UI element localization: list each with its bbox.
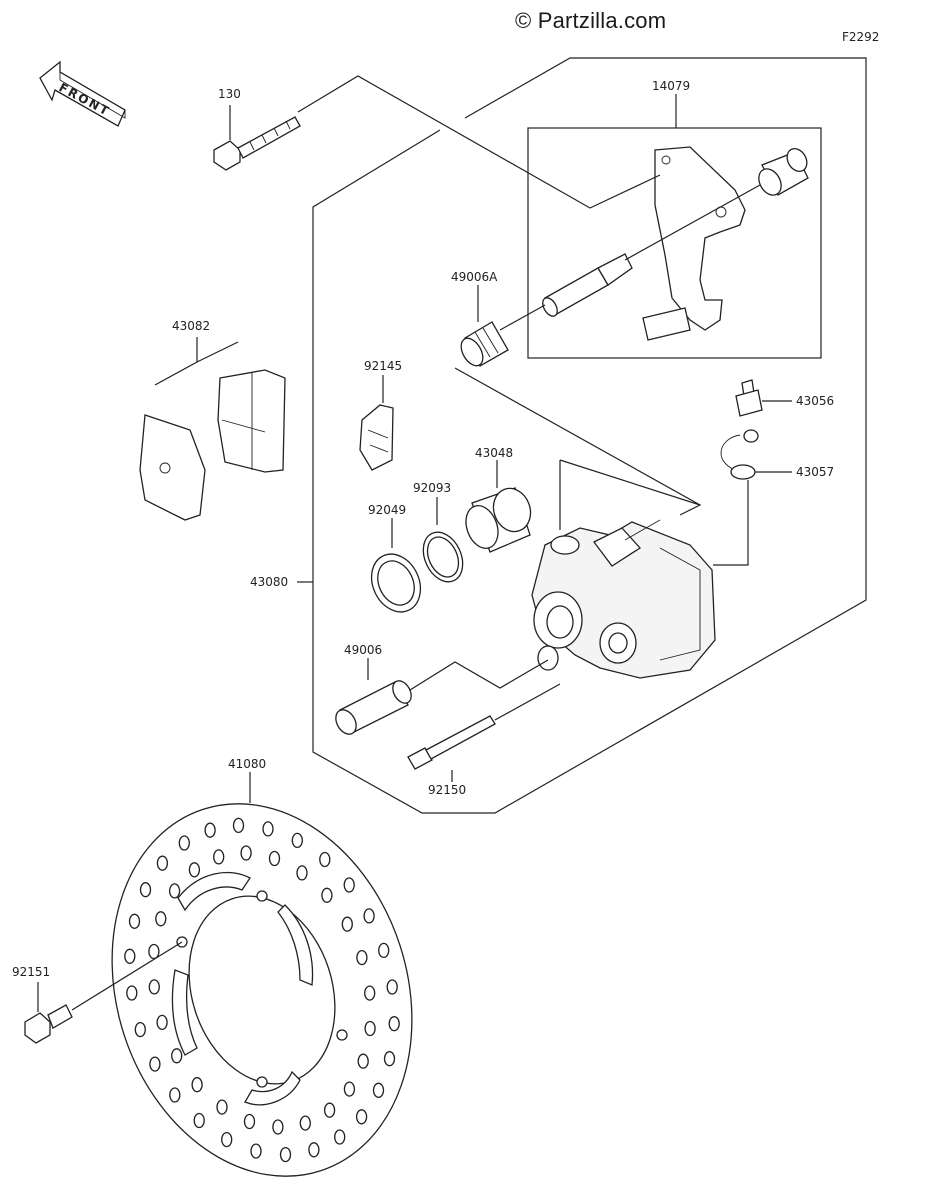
- disc-hole: [149, 1056, 161, 1072]
- disc-hole: [262, 821, 274, 837]
- disc-hole: [364, 985, 376, 1001]
- disc-hole: [364, 1020, 376, 1037]
- disc-hole: [169, 1087, 181, 1103]
- disc-hole: [343, 877, 355, 893]
- disc-hole: [299, 1115, 311, 1131]
- disc-hole: [363, 908, 375, 924]
- bolt-92150-icon: [407, 683, 561, 782]
- part-label-92145[interactable]: 92145: [364, 359, 402, 373]
- part-label-49006a[interactable]: 49006A: [451, 270, 498, 284]
- disc-hole: [171, 1048, 183, 1064]
- partzilla-watermark: © Partzilla.com: [515, 8, 667, 33]
- disc-hole: [221, 1131, 233, 1148]
- caliper-body-icon: [531, 459, 716, 679]
- disc-hole: [383, 1051, 396, 1067]
- disc-hole: [341, 916, 353, 932]
- disc-hole: [232, 817, 245, 834]
- disc-hole: [272, 1119, 284, 1135]
- disc-hole: [321, 887, 333, 903]
- bolt-130-icon: [213, 75, 661, 209]
- seal-92049-icon: [370, 518, 422, 613]
- part-label-43056[interactable]: 43056: [796, 394, 834, 408]
- disc-hole: [296, 865, 308, 881]
- disc-hole: [216, 1099, 228, 1115]
- seal-92093-icon: [422, 497, 464, 583]
- disc-hole: [355, 1109, 368, 1125]
- spring-92145-icon: [359, 375, 394, 471]
- disc-hole: [372, 1082, 385, 1098]
- bleeder-43056-icon: [735, 379, 792, 417]
- disc-hole: [213, 849, 225, 865]
- bolt-92151-icon: [24, 941, 183, 1044]
- disc-hole: [156, 855, 169, 871]
- disc-hole: [155, 911, 167, 927]
- part-label-92150[interactable]: 92150: [428, 783, 466, 797]
- disc-hole: [178, 835, 190, 851]
- brake-disc-holes: [124, 817, 400, 1163]
- disc-hole: [388, 1016, 400, 1032]
- part-label-92049[interactable]: 92049: [368, 503, 406, 517]
- disc-hole: [343, 1081, 356, 1097]
- disc-hole: [193, 1112, 205, 1129]
- disc-hole: [240, 845, 252, 861]
- part-label-92151[interactable]: 92151: [12, 965, 50, 979]
- disc-hole: [386, 979, 398, 995]
- pin-49006-icon: [335, 658, 549, 735]
- disc-hole: [148, 979, 160, 995]
- piston-43048-icon: [465, 460, 532, 553]
- part-label-43082[interactable]: 43082: [172, 319, 210, 333]
- disc-hole: [291, 832, 303, 849]
- front-arrow-icon: FRONT: [39, 60, 126, 127]
- disc-hole: [250, 1143, 262, 1159]
- disc-hole: [139, 882, 152, 898]
- brake-disc-41080-icon: [111, 772, 413, 1177]
- part-label-14079[interactable]: 14079: [652, 79, 690, 93]
- disc-hole: [378, 942, 390, 959]
- part-label-43057[interactable]: 43057: [796, 465, 834, 479]
- disc-hole: [334, 1129, 346, 1145]
- bracket-box: [527, 94, 822, 359]
- cap-43057-icon: [713, 429, 792, 566]
- disc-hole: [148, 943, 160, 960]
- disc-hole: [279, 1146, 292, 1163]
- disc-hole: [191, 1077, 203, 1093]
- disc-hole: [156, 1014, 168, 1031]
- disc-hole: [319, 851, 331, 868]
- disc-hole: [126, 985, 138, 1001]
- part-label-130[interactable]: 130: [218, 87, 241, 101]
- disc-hole: [308, 1142, 320, 1158]
- part-label-43080[interactable]: 43080: [250, 575, 288, 589]
- disc-hole: [168, 883, 181, 899]
- disc-hole: [243, 1113, 256, 1130]
- figure-code: F2292: [842, 30, 880, 44]
- disc-hole: [128, 913, 141, 929]
- part-label-41080[interactable]: 41080: [228, 757, 266, 771]
- disc-hole: [356, 949, 368, 966]
- disc-hole: [268, 850, 281, 867]
- part-label-43048[interactable]: 43048: [475, 446, 513, 460]
- caliper-assembly-outline: [297, 57, 867, 814]
- disc-hole: [188, 862, 201, 878]
- disc-hole: [323, 1102, 336, 1118]
- disc-hole: [204, 822, 216, 838]
- disc-hole: [134, 1021, 146, 1038]
- disc-hole: [357, 1053, 369, 1069]
- brake-pads-43082-icon: [139, 337, 286, 521]
- disc-hole: [124, 948, 136, 964]
- part-label-49006[interactable]: 49006: [344, 643, 382, 657]
- part-label-92093[interactable]: 92093: [413, 481, 451, 495]
